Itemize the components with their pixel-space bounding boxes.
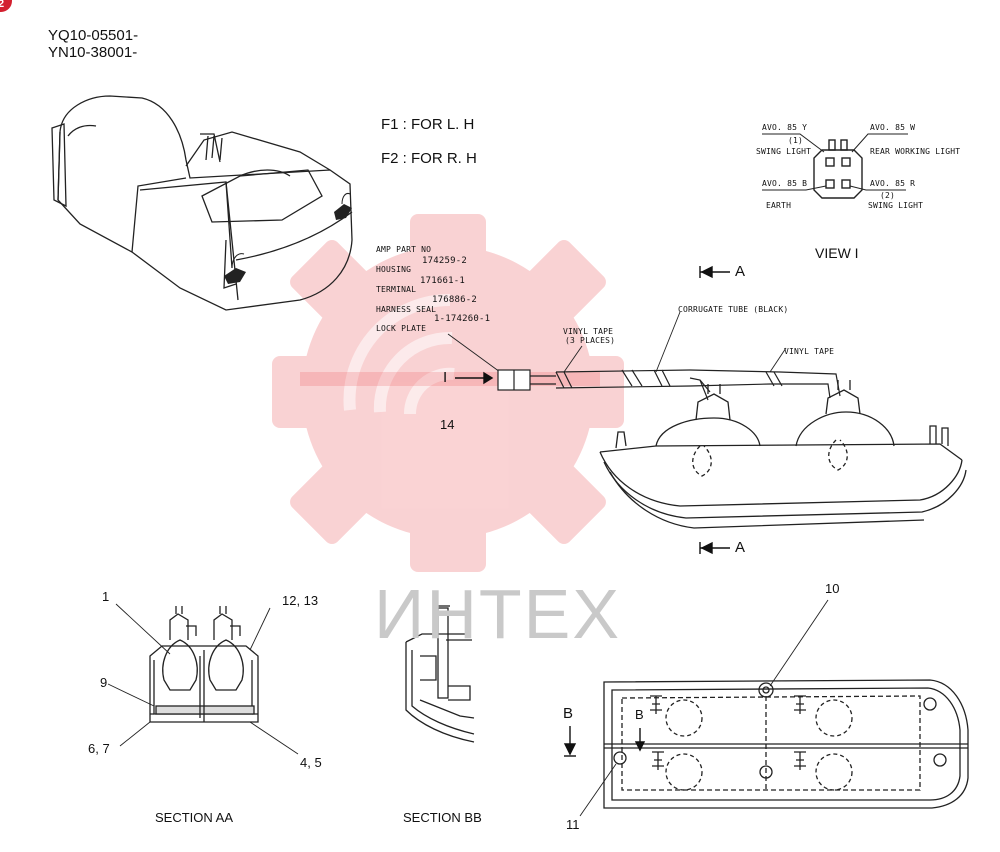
item-12-13-callout: 12, 13 — [282, 593, 319, 608]
pin-4-number: (2) — [880, 191, 896, 200]
terminal-label: TERMINAL — [376, 285, 417, 294]
section-aa-title: SECTION AA — [155, 810, 234, 825]
cab-light-right — [334, 193, 352, 220]
item-10-callout: 10 — [825, 581, 840, 596]
section-aa-drawing — [107, 603, 299, 755]
section-a-bottom-label: A — [735, 539, 746, 556]
section-bb-drawing — [405, 605, 475, 743]
amp-part-no-label: AMP PART NO — [376, 245, 432, 254]
lock-plate-label: LOCK PLATE — [376, 324, 427, 333]
housing-part-no: 174259-2 — [422, 256, 467, 266]
item-14-callout: 14 — [440, 417, 455, 432]
lamp-assembly-drawing — [599, 380, 967, 529]
connector-view-drawing — [762, 133, 908, 199]
lock-plate-part-no: 1-174260-1 — [434, 314, 491, 324]
vinyl-tape-label: VINYL TAPE — [784, 347, 835, 356]
watermark-text: ИНТЕХ — [374, 575, 622, 653]
item-4-5-callout: 4, 5 — [300, 755, 322, 770]
note-f2: F2 : FOR R. H — [381, 150, 477, 167]
section-bb-title: SECTION BB — [403, 810, 482, 825]
vinyl-tape-3-label: VINYL TAPE — [563, 327, 614, 336]
pin-2-wire: AVO. 85 W — [870, 123, 916, 132]
view-i-title: VIEW I — [815, 245, 859, 261]
item-1-callout: 1 — [102, 589, 110, 604]
harness-drawing — [447, 311, 841, 401]
pin-3-name: EARTH — [766, 201, 792, 210]
cab-light-left — [224, 253, 246, 284]
section-b-outer-label: B — [563, 705, 574, 722]
view-i-arrow-label: I — [443, 369, 448, 386]
item-9-callout: 9 — [100, 675, 108, 690]
item-6-7-callout: 6, 7 — [88, 741, 110, 756]
corrugate-tube-label: CORRUGATE TUBE (BLACK) — [678, 305, 789, 314]
pin-4-wire: AVO. 85 R — [870, 179, 916, 188]
pin-1-wire: AVO. 85 Y — [762, 123, 808, 132]
pin-1-number: (1) — [788, 136, 804, 145]
vinyl-tape-3-places: (3 PLACES) — [565, 336, 616, 345]
harness-seal-part-no: 176886-2 — [432, 295, 477, 305]
harness-seal-label: HARNESS SEAL — [376, 305, 437, 314]
pin-3-wire: AVO. 85 B — [762, 179, 808, 188]
pin-2-name: REAR WORKING LIGHT — [870, 147, 961, 156]
model-serial-2: YN10-38001- — [48, 44, 138, 61]
section-a-top-label: A — [735, 263, 746, 280]
pin-1-name: SWING LIGHT — [756, 147, 812, 156]
excavator-cab-drawing — [51, 95, 353, 311]
note-f1: F1 : FOR L. H — [381, 116, 475, 133]
model-serial-1: YQ10-05501- — [48, 27, 139, 44]
section-b-inner-label: B — [635, 707, 644, 722]
lamp-back-drawing — [579, 599, 969, 817]
pin-4-name: SWING LIGHT — [868, 201, 924, 210]
watermark-arcs — [343, 293, 455, 415]
watermark-gear-logo — [272, 214, 624, 572]
section-b-arrows — [563, 726, 646, 757]
view-arrows — [455, 265, 730, 555]
terminal-part-no: 171661-1 — [420, 276, 465, 286]
housing-label: HOUSING — [376, 265, 412, 274]
item-11-callout: 11 — [566, 817, 580, 832]
